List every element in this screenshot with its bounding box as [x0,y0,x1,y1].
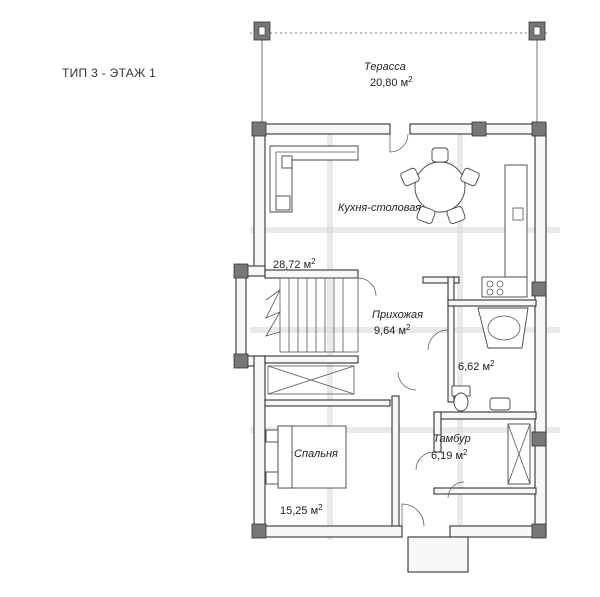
dining-table [400,147,480,224]
bedroom-area: 15,25 м2 [280,503,323,517]
staircase [265,277,359,395]
vestibule-area: 6,19 м2 [431,448,468,462]
kitchen-area: 28,72 м2 [273,257,316,271]
hall-area: 9,64 м2 [374,323,411,337]
kitchen-name: Кухня-столовая [338,202,421,214]
hall-name: Прихожая [372,309,423,321]
sofa [269,145,359,213]
bathroom-fixtures [451,307,529,412]
terrace [250,21,550,126]
bed [265,425,347,489]
page-title: ТИП 3 - ЭТАЖ 1 [62,66,157,80]
room-labels: Терасса 20,80 м2 Кухня-столовая 28,72 м2… [273,61,495,517]
terrace-name: Терасса [364,61,406,73]
kitchen-counter [481,164,528,298]
vestibule-name: Тамбур [433,433,471,445]
bath-area: 6,62 м2 [458,359,495,373]
closet [507,423,531,485]
columns [233,121,547,539]
terrace-area: 20,80 м2 [370,75,413,89]
door-swings [357,133,465,527]
interior-walls [264,269,537,527]
bed-label: Спальня [294,448,338,460]
